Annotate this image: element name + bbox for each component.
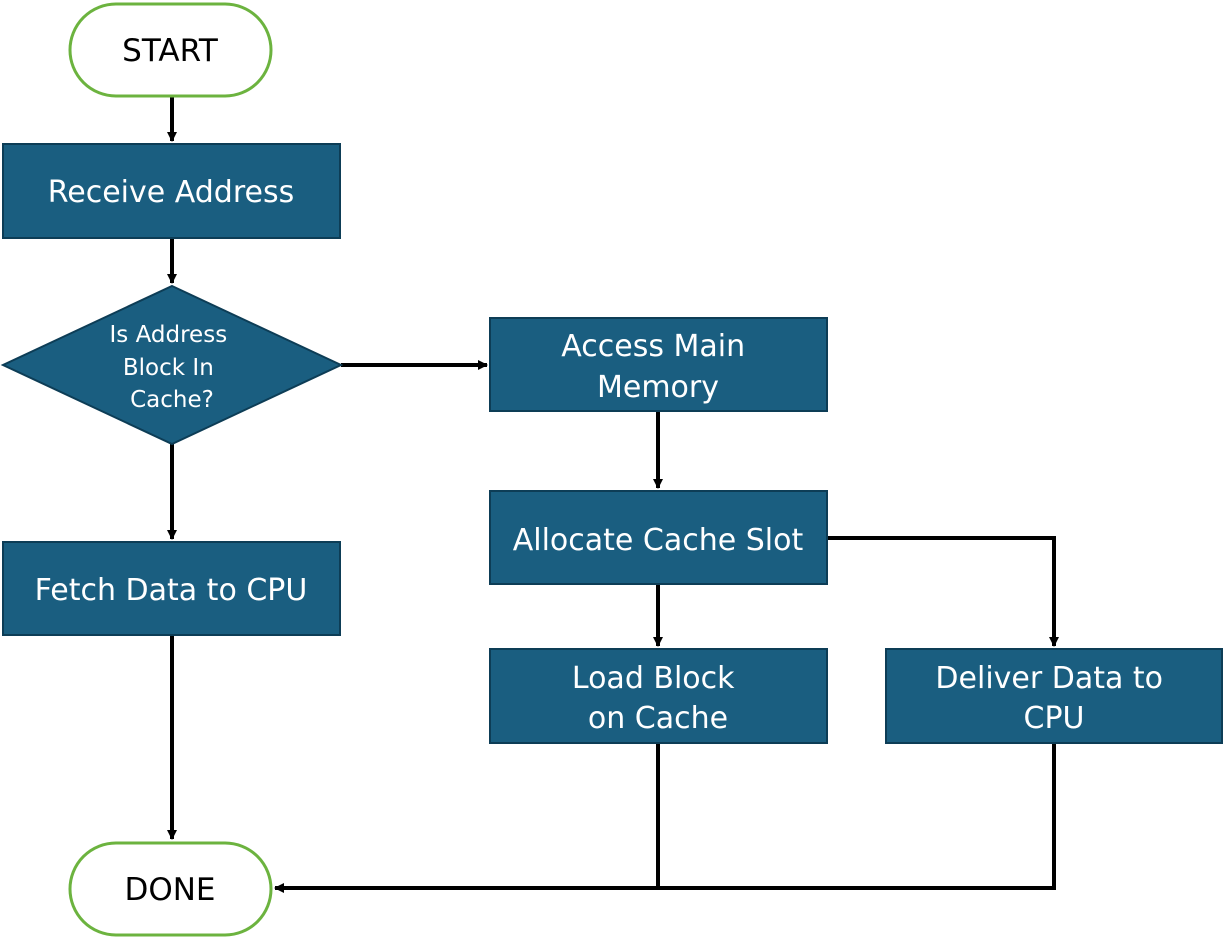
done-label-line: DONE bbox=[124, 872, 215, 908]
decision-label-line-3: Cache? bbox=[130, 387, 214, 413]
load-block-label: Load Block on Cache bbox=[572, 661, 744, 736]
arrow-deliver-to-done bbox=[274, 744, 1056, 893]
access-label-line-1: Access Main bbox=[561, 329, 745, 364]
address-in-cache-decision: Is Address Block In Cache? bbox=[0, 284, 344, 446]
deliver-data-to-cpu-step: Deliver Data to CPU bbox=[885, 648, 1223, 744]
load-label-line-1: Load Block bbox=[572, 661, 735, 696]
receive-address-step: Receive Address bbox=[2, 143, 341, 239]
done-terminal: DONE bbox=[68, 841, 273, 937]
allocate-label-line: Allocate Cache Slot bbox=[513, 523, 804, 558]
done-label: DONE bbox=[124, 872, 215, 908]
start-label-line: START bbox=[122, 33, 219, 69]
arrow-allocate-to-deliver bbox=[827, 536, 1059, 647]
fetch-data-label: Fetch Data to CPU bbox=[35, 573, 308, 608]
load-label-line-2: on Cache bbox=[588, 701, 728, 736]
start-label: START bbox=[122, 33, 219, 69]
connectors bbox=[167, 97, 1059, 893]
access-main-memory-step: Access Main Memory bbox=[489, 317, 828, 412]
allocate-cache-slot-label: Allocate Cache Slot bbox=[513, 523, 804, 558]
load-block-on-cache-step: Load Block on Cache bbox=[489, 648, 828, 744]
fetch-label-line: Fetch Data to CPU bbox=[35, 573, 308, 608]
decision-label-line-1: Is Address bbox=[110, 322, 228, 348]
deliver-data-label: Deliver Data to CPU bbox=[935, 661, 1172, 736]
receive-address-label-line: Receive Address bbox=[48, 175, 294, 210]
receive-address-label: Receive Address bbox=[48, 175, 294, 210]
start-terminal: START bbox=[68, 2, 273, 98]
deliver-label-line-1: Deliver Data to bbox=[935, 661, 1163, 696]
deliver-label-line-2: CPU bbox=[1024, 701, 1085, 736]
fetch-data-to-cpu-step: Fetch Data to CPU bbox=[2, 541, 341, 636]
access-main-memory-label: Access Main Memory bbox=[561, 329, 754, 405]
allocate-cache-slot-step: Allocate Cache Slot bbox=[489, 490, 828, 585]
decision-label: Is Address Block In Cache? bbox=[110, 322, 235, 413]
access-label-line-2: Memory bbox=[597, 370, 719, 405]
decision-label-line-2: Block In bbox=[123, 355, 214, 381]
